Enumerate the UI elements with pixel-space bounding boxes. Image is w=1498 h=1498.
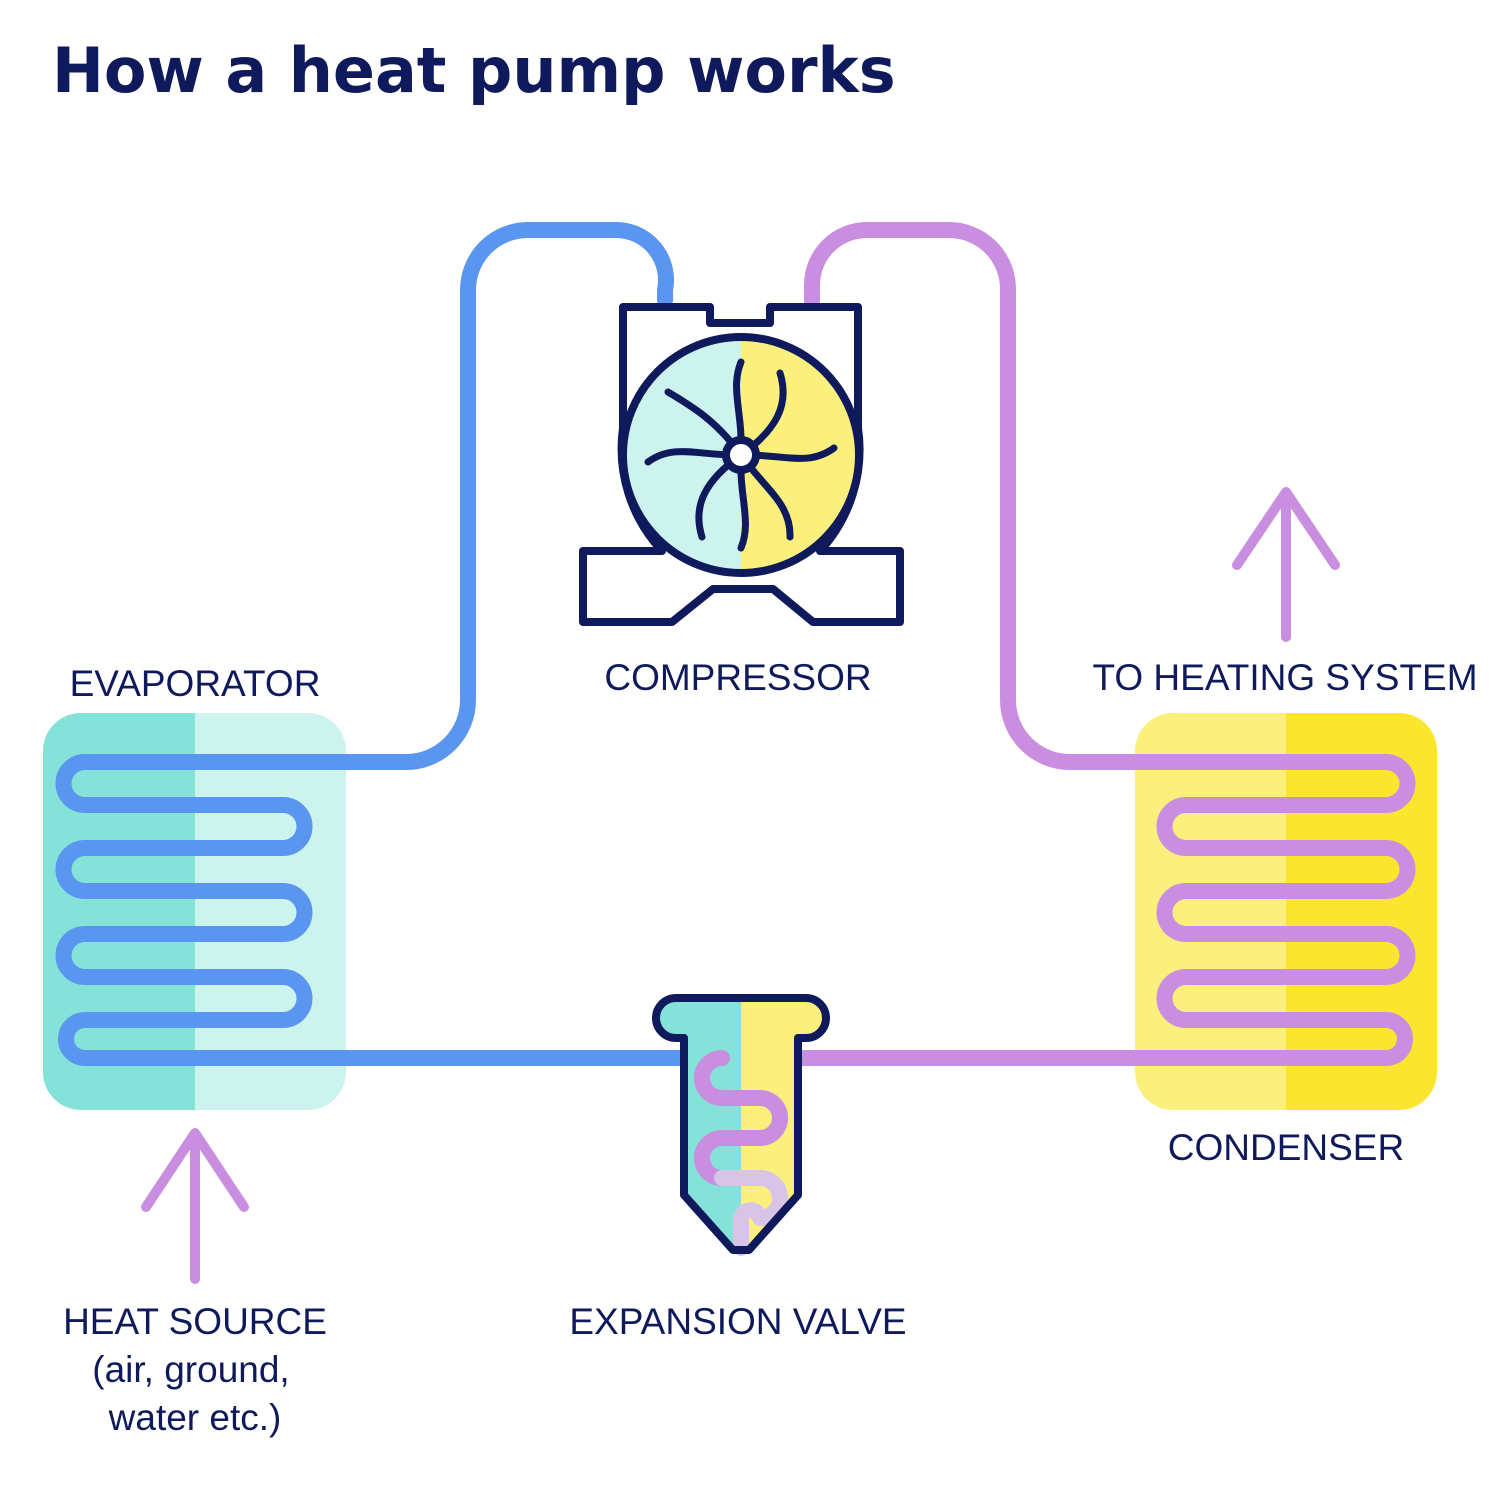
evaporator-label: EVAPORATOR [70, 663, 321, 704]
heat-source-arrow [141, 1128, 249, 1284]
heating-output-arrow [1232, 487, 1340, 642]
heat-source-examples-line-2: water etc.) [108, 1397, 282, 1438]
valve-inner-coil-tail [714, 1170, 788, 1256]
diagram-title: How a heat pump works [52, 34, 896, 107]
to-heating-system-label: TO HEATING SYSTEM [1092, 657, 1477, 698]
cold-pipe-to-compressor [77, 221, 674, 770]
expansion-valve [652, 994, 830, 1256]
compressor [579, 303, 904, 626]
evaporator-coil [55, 754, 698, 1066]
condenser-label: CONDENSER [1168, 1127, 1404, 1168]
heat-source-label: HEAT SOURCE [63, 1301, 327, 1342]
warm-pipe-from-compressor [804, 222, 1394, 770]
compressor-label: COMPRESSOR [604, 657, 871, 698]
heat-source-examples-line-1: (air, ground, [92, 1349, 289, 1390]
valve-inner-coil [694, 1050, 788, 1186]
condenser-coil [714, 754, 1416, 1066]
expansion-valve-label: EXPANSION VALVE [569, 1301, 906, 1342]
